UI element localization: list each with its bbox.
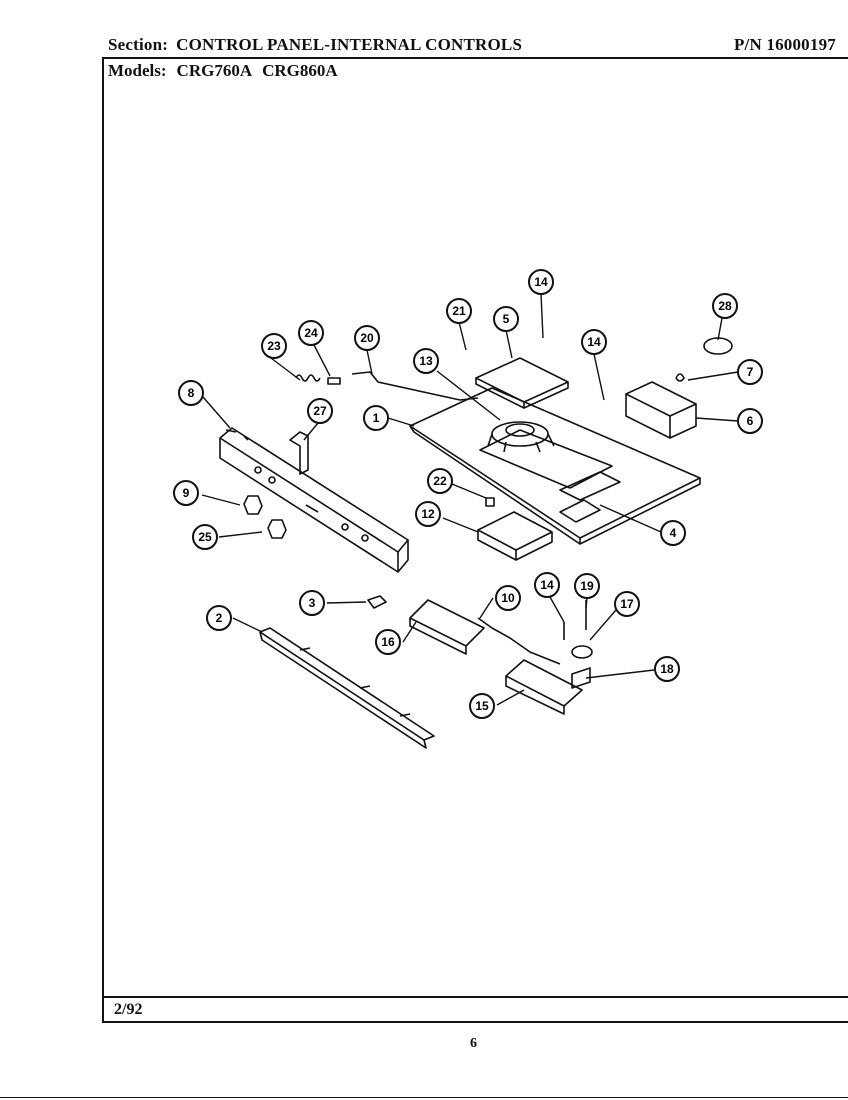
svg-text:6: 6 (747, 414, 754, 428)
callout-19: 19 (574, 573, 600, 599)
callout-16: 16 (375, 629, 401, 655)
svg-text:16: 16 (381, 635, 395, 649)
svg-text:19: 19 (580, 579, 594, 593)
svg-text:21: 21 (452, 304, 466, 318)
svg-text:13: 13 (419, 354, 433, 368)
callout-4: 4 (660, 520, 686, 546)
footer-top-rule (102, 996, 848, 998)
part-6-switch-box (625, 381, 697, 439)
part-3-pin (367, 595, 387, 609)
callout-13: 13 (413, 348, 439, 374)
callout-1: 1 (363, 405, 389, 431)
callout-5: 5 (493, 306, 519, 332)
svg-text:14: 14 (534, 275, 548, 289)
callout-14-upper: 14 (528, 269, 554, 295)
header-rule (102, 57, 848, 59)
part-23-spring (295, 374, 321, 382)
callout-18: 18 (654, 656, 680, 682)
callout-6: 6 (737, 408, 763, 434)
part-16-channel (409, 599, 485, 655)
page-number: 6 (470, 1036, 477, 1051)
callout-14-lower: 14 (534, 572, 560, 598)
part-22-screw (485, 497, 495, 507)
part-28-thermostat (703, 337, 733, 355)
callout-3: 3 (299, 590, 325, 616)
callout-10: 10 (495, 585, 521, 611)
svg-text:15: 15 (475, 699, 489, 713)
callout-12: 12 (415, 501, 441, 527)
models-heading: Models: CRG760A CRG860A (108, 61, 348, 81)
callout-17: 17 (614, 591, 640, 617)
callout-8: 8 (178, 380, 204, 406)
svg-text:12: 12 (421, 507, 435, 521)
leader-lines (201, 293, 739, 706)
svg-text:14: 14 (587, 335, 601, 349)
part-1-mounting-plate (409, 387, 701, 545)
part-27-bracket (289, 431, 309, 475)
svg-text:8: 8 (188, 386, 195, 400)
svg-text:10: 10 (501, 591, 515, 605)
callout-24: 24 (298, 320, 324, 346)
svg-text:20: 20 (360, 331, 374, 345)
callout-25: 25 (192, 524, 218, 550)
frame-left-rule (102, 57, 104, 1023)
revision-date: 2/92 (114, 1001, 143, 1018)
svg-text:5: 5 (503, 312, 510, 326)
svg-text:3: 3 (309, 596, 316, 610)
callout-28: 28 (712, 293, 738, 319)
models-label: Models: (108, 61, 167, 80)
part-13-valve-assembly (487, 421, 555, 453)
svg-text:1: 1 (373, 411, 380, 425)
part-17-igniter (571, 645, 593, 659)
callouts: 1 2 3 4 5 6 7 8 9 10 12 13 14 14 14 15 1… (173, 269, 763, 719)
callout-15: 15 (469, 693, 495, 719)
svg-text:2: 2 (216, 611, 223, 625)
part-15-channel (505, 659, 583, 715)
callout-7: 7 (737, 359, 763, 385)
part-number: P/N 16000197 (733, 35, 836, 54)
svg-text:28: 28 (718, 299, 732, 313)
part-5-cover-plate (475, 357, 569, 409)
section-title: CONTROL PANEL-INTERNAL CONTROLS (176, 35, 523, 54)
callout-22: 22 (427, 468, 453, 494)
part-2-lower-rail (259, 627, 435, 749)
part-8-control-panel-rail (219, 427, 409, 573)
svg-text:18: 18 (660, 662, 674, 676)
part-20-rod (351, 371, 479, 401)
callout-21: 21 (446, 298, 472, 324)
part-25-knob (267, 519, 287, 539)
page-bottom-rule (0, 1097, 848, 1098)
callout-20: 20 (354, 325, 380, 351)
callout-14-middle: 14 (581, 329, 607, 355)
svg-text:14: 14 (540, 578, 554, 592)
section-heading: Section: CONTROL PANEL-INTERNAL CONTROLS (108, 35, 522, 55)
callout-27: 27 (307, 398, 333, 424)
svg-text:4: 4 (670, 526, 677, 540)
callout-9: 9 (173, 480, 199, 506)
svg-text:24: 24 (304, 326, 318, 340)
section-label: Section: (108, 35, 169, 54)
part-9-knob (243, 495, 263, 515)
callout-2: 2 (206, 605, 232, 631)
model-crg760a: CRG760A (176, 61, 253, 80)
footer-bottom-rule (102, 1021, 848, 1023)
svg-text:9: 9 (183, 486, 190, 500)
part-7-clip (675, 373, 685, 382)
part-18-bracket (571, 667, 591, 689)
svg-text:17: 17 (620, 597, 634, 611)
part-24-spring (327, 377, 341, 385)
part-12-bracket (477, 511, 553, 561)
part-10-wire (477, 617, 561, 665)
callout-23: 23 (261, 333, 287, 359)
svg-text:7: 7 (747, 365, 754, 379)
svg-text:25: 25 (198, 530, 212, 544)
svg-text:27: 27 (313, 404, 327, 418)
model-crg860a: CRG860A (262, 61, 338, 80)
svg-text:23: 23 (267, 339, 281, 353)
svg-text:22: 22 (433, 474, 447, 488)
